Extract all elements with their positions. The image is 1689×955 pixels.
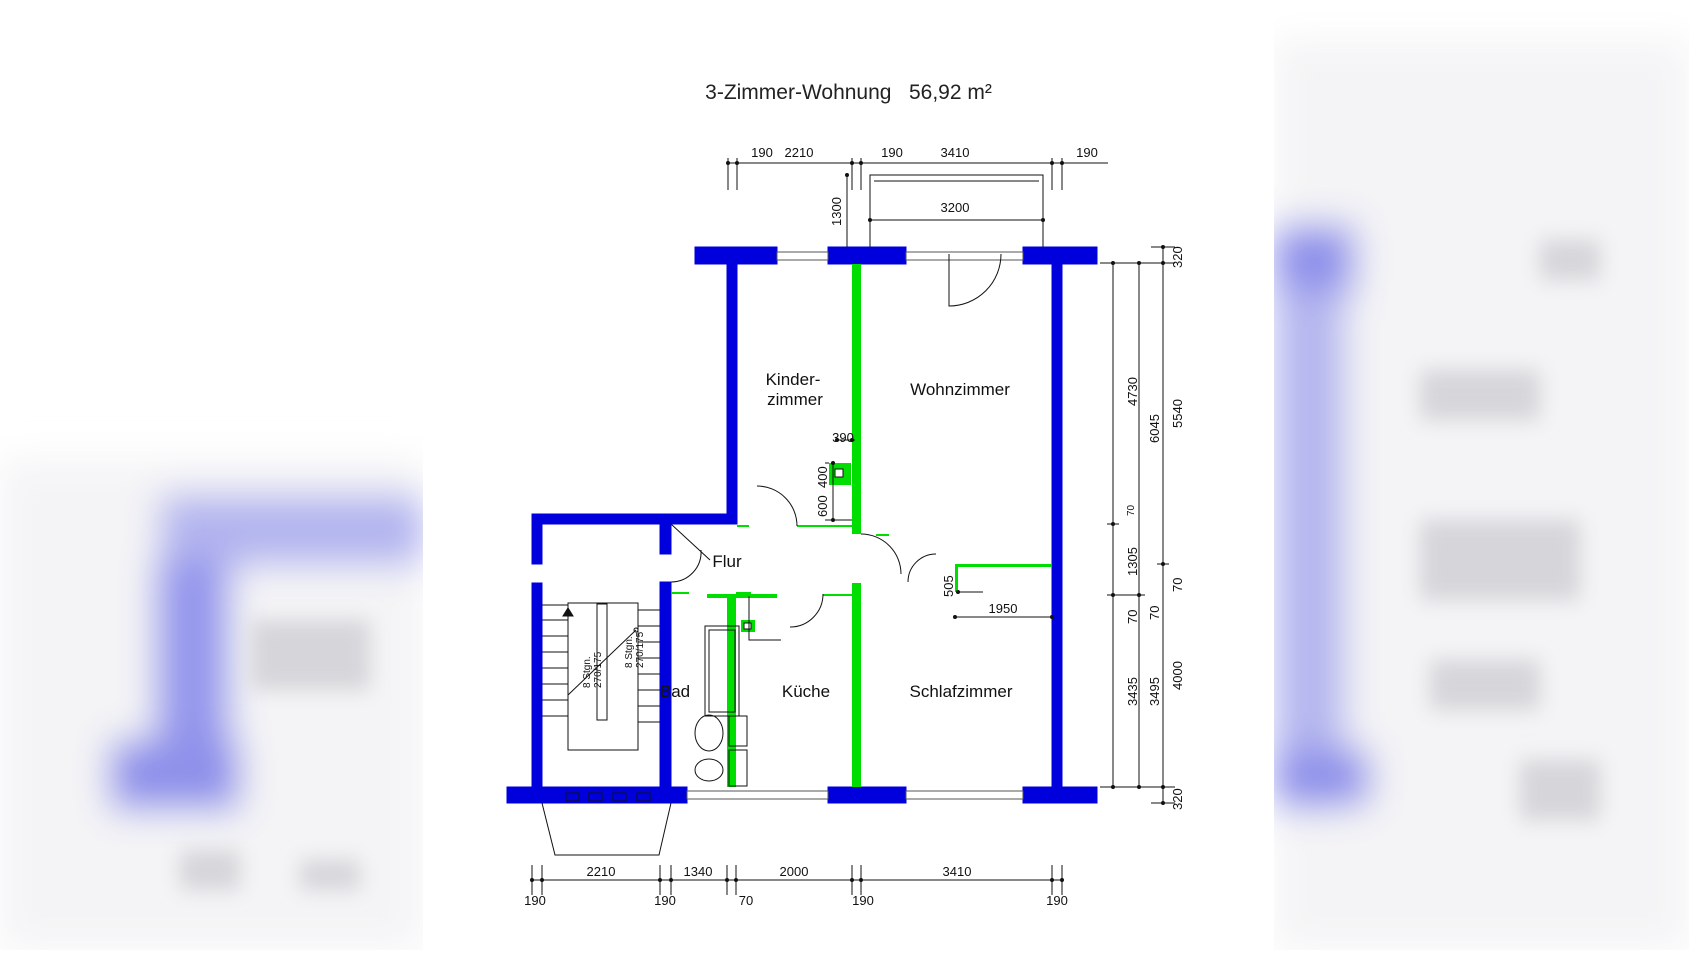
wall-top-right [1022, 246, 1098, 265]
wall-right [1051, 263, 1063, 788]
interior-walls [671, 264, 1052, 787]
label-bad: Bad [660, 682, 690, 701]
wall-kinderzimmer-left [726, 263, 738, 517]
dim-top-1: 190 [751, 145, 773, 160]
stair-left-size: 270/175 [593, 651, 604, 688]
dim-right-3-c: 4000 [1170, 661, 1185, 690]
wall-top-left [694, 246, 778, 265]
dim-right-top-end: 320 [1170, 246, 1185, 268]
plan-title: 3-Zimmer-Wohnung 56,92 m² [705, 81, 992, 104]
floor-plan-drawing: Kinder- zimmer Wohnzimmer Flur Bad Küche… [506, 145, 1185, 908]
label-flur: Flur [712, 552, 742, 571]
sink [694, 714, 724, 752]
dim-right-1-b: 70 [1126, 504, 1137, 516]
dim-right-bottom-end: 320 [1170, 788, 1185, 810]
staircase [541, 602, 672, 856]
dim-chimney-width: 390 [832, 430, 854, 445]
dimension-texts: 190 2210 190 3410 190 1300 3200 390 400 … [524, 145, 1185, 908]
wall-stair-left-upper [531, 513, 543, 565]
wall-kueche-schlaf [852, 583, 861, 787]
wall-top-mid [827, 246, 907, 265]
toilet [694, 758, 724, 782]
dim-right-1-d: 70 [1125, 610, 1140, 624]
dim-bottom-6: 190 [654, 893, 676, 908]
floor-plan-sheet: 3-Zimmer-Wohnung 56,92 m² [423, 0, 1274, 950]
dim-closet-depth: 505 [941, 575, 956, 597]
label-kueche: Küche [782, 682, 830, 701]
label-wohnzimmer: Wohnzimmer [910, 380, 1010, 399]
dim-right-1-a: 4730 [1125, 377, 1140, 406]
label-kinderzimmer-2: zimmer [767, 390, 823, 409]
dim-right-1-c: 1305 [1125, 547, 1140, 576]
wall-stair-right-upper [659, 523, 672, 555]
door-swings [670, 253, 1002, 641]
dim-bottom-1: 2210 [587, 864, 616, 879]
dim-balcony-depth: 1300 [829, 197, 844, 226]
dim-right-2-a: 6045 [1147, 414, 1162, 443]
dim-bottom-8: 190 [852, 893, 874, 908]
dim-top-3: 190 [881, 145, 903, 160]
wall-bottom-right [1022, 786, 1098, 804]
dim-top-4: 3410 [941, 145, 970, 160]
dim-right-1-e: 3435 [1125, 677, 1140, 706]
dim-right-3-b: 70 [1170, 578, 1185, 592]
dim-bottom-4: 3410 [943, 864, 972, 879]
wall-stair-left [531, 582, 543, 788]
dim-bottom-7: 70 [739, 893, 753, 908]
stair-left-count: 8 Stgn. [582, 656, 593, 688]
dim-bottom-3: 2000 [780, 864, 809, 879]
dim-chimney-height: 400 [815, 466, 830, 488]
dim-balcony-width: 3200 [941, 200, 970, 215]
stair-right-count: 8 Stgn. [624, 636, 635, 668]
room-labels: Kinder- zimmer Wohnzimmer Flur Bad Küche… [660, 370, 1013, 701]
dim-bottom-9: 190 [1046, 893, 1068, 908]
dimension-dots [530, 161, 1165, 882]
stair-right-size: 270/175 [635, 631, 646, 668]
bathtub [704, 625, 740, 717]
dim-right-2-b: 70 [1147, 606, 1162, 620]
wall-stair-top [531, 513, 738, 525]
dim-right-3-a: 5540 [1170, 399, 1185, 428]
dim-right-2-c: 3495 [1147, 677, 1162, 706]
bathroom-fixtures [694, 625, 748, 787]
dim-top-2: 2210 [785, 145, 814, 160]
windows [686, 251, 1024, 800]
dim-top-5: 190 [1076, 145, 1098, 160]
balcony [869, 174, 1044, 247]
label-schlafzimmer: Schlafzimmer [910, 682, 1013, 701]
dim-chimney-offset: 600 [815, 495, 830, 517]
dim-bottom-5: 190 [524, 893, 546, 908]
wall-wohn-kinder [852, 264, 861, 534]
dim-bottom-2: 1340 [684, 864, 713, 879]
dim-closet-width: 1950 [989, 601, 1018, 616]
wall-bottom-mid [827, 786, 907, 804]
label-kinderzimmer: Kinder- [766, 370, 821, 389]
stair-labels: 8 Stgn. 270/175 8 Stgn. 270/175 [582, 631, 646, 688]
